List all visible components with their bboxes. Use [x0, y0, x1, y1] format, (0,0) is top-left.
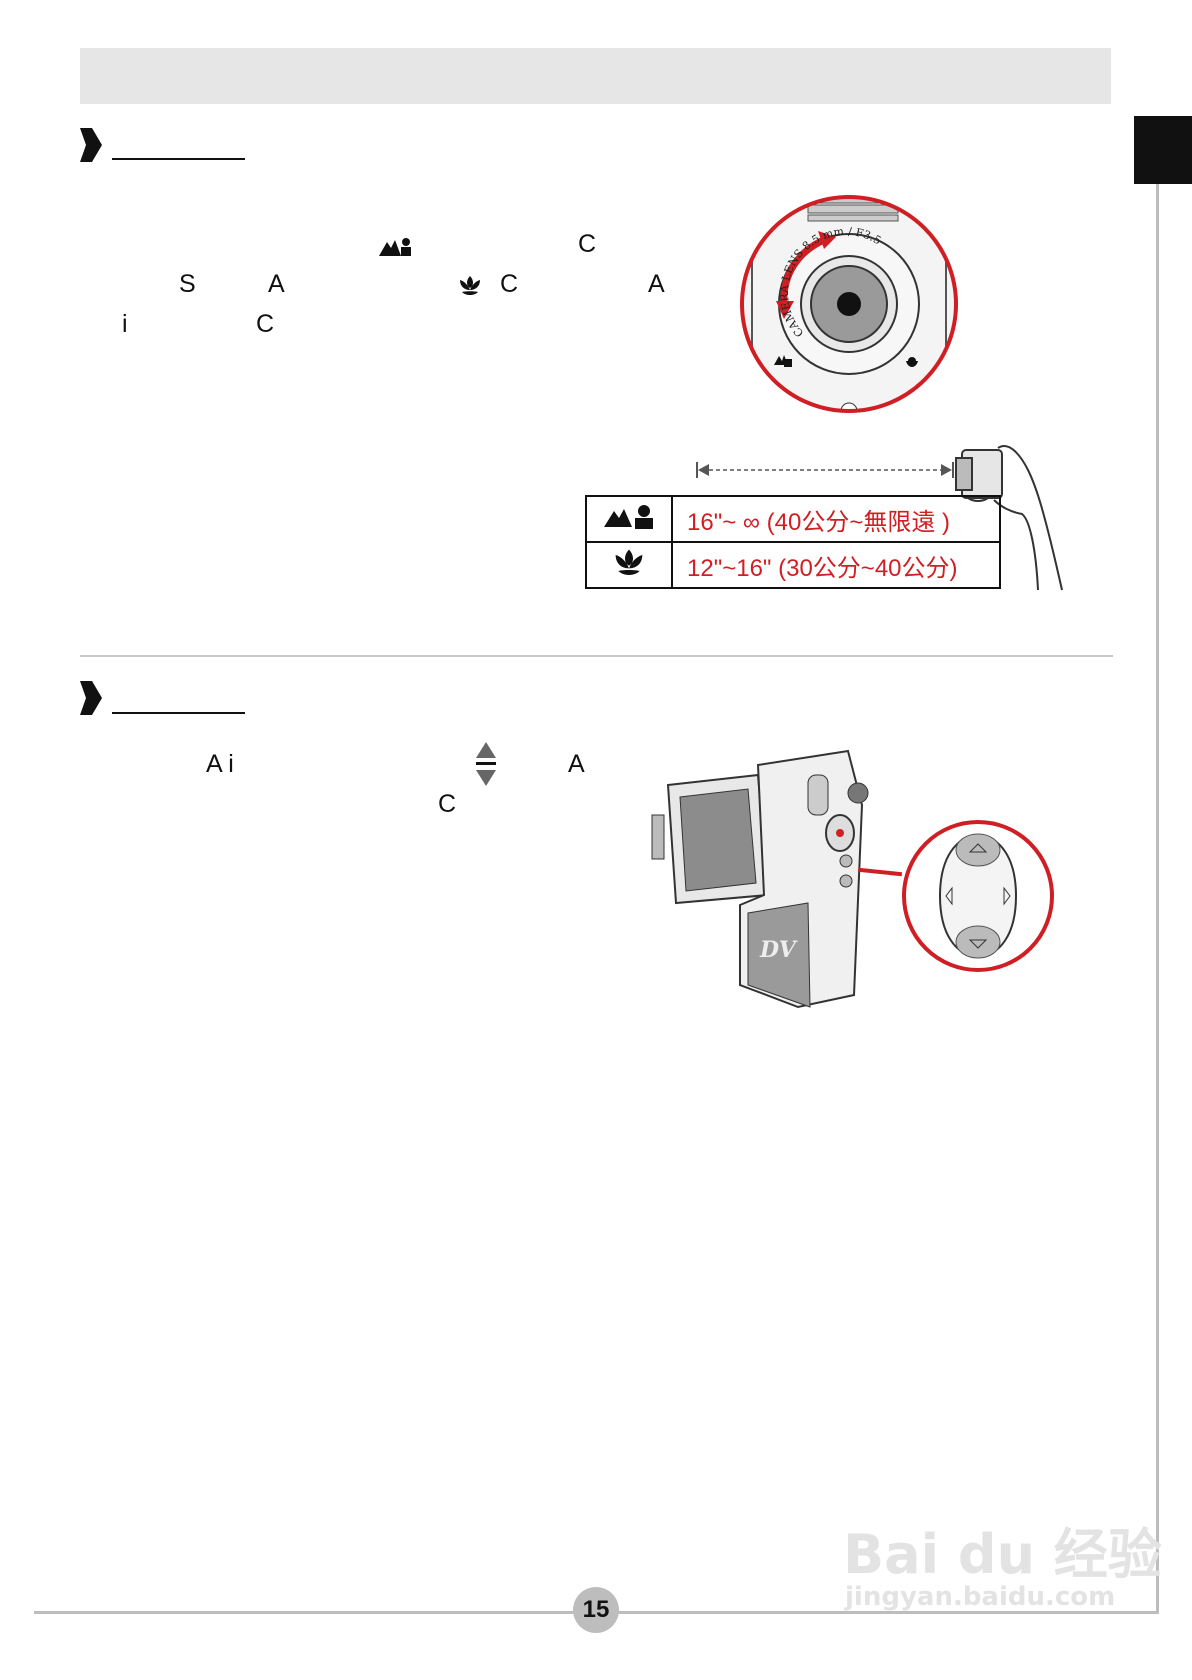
camcorder-logo: DV: [759, 937, 798, 963]
s1-text-c3: C: [256, 310, 275, 338]
chapter-tab: [1134, 116, 1192, 184]
section-title-underline: [112, 158, 245, 160]
s2-text-c: C: [438, 790, 457, 818]
dpad-closeup: [900, 818, 1056, 974]
table-row: 16"~ ∞ (40公分~無限遠 ): [585, 495, 1001, 543]
page-number: 15: [573, 1587, 619, 1633]
up-down-arrows-icon: [474, 740, 498, 793]
focus-range-table: 16"~ ∞ (40公分~無限遠 ) 12"~16" (30公分~40公分): [585, 495, 1001, 589]
lens-figure: CAMERA LENS 8.5 mm / F3.5: [738, 193, 960, 415]
side-border-line: [1156, 184, 1159, 1614]
s1-text-a2: A: [648, 270, 665, 298]
table-cell-icon: [585, 495, 673, 543]
section-marker-icon: [80, 681, 102, 715]
table-cell-range: 16"~ ∞ (40公分~無限遠 ): [671, 495, 1001, 543]
table-cell-icon: [585, 541, 673, 589]
s1-text-c1: C: [578, 230, 597, 258]
lens-label: CAMERA LENS 8.5 mm / F3.5: [778, 225, 884, 340]
s2-text-ai: A i: [206, 750, 234, 778]
distance-arrow: [695, 460, 955, 480]
watermark-brand: Bai du 经验: [843, 1523, 1162, 1586]
table-cell-range: 12"~16" (30公分~40公分): [671, 541, 1001, 589]
camcorder-illustration: DV: [648, 745, 874, 1015]
watermark-url: jingyan.baidu.com: [845, 1582, 1116, 1612]
macro-flower-icon: [609, 549, 649, 583]
landscape-portrait-icon: [604, 504, 654, 535]
landscape-portrait-icon: [379, 236, 411, 263]
header-bar: [80, 48, 1111, 104]
s1-text-a1: A: [268, 270, 285, 298]
section-divider: [80, 655, 1113, 657]
s1-text-i: i: [122, 310, 128, 338]
svg-text:CAMERA LENS 8.5 mm / F3.5: CAMERA LENS 8.5 mm / F3.5: [778, 225, 884, 340]
section-title-underline: [112, 712, 245, 714]
s2-text-a: A: [568, 750, 585, 778]
s1-text-c2: C: [500, 270, 519, 298]
table-row: 12"~16" (30公分~40公分): [585, 541, 1001, 589]
s1-text-s: S: [179, 270, 196, 298]
macro-flower-icon: [456, 274, 484, 303]
section-marker-icon: [80, 128, 102, 162]
